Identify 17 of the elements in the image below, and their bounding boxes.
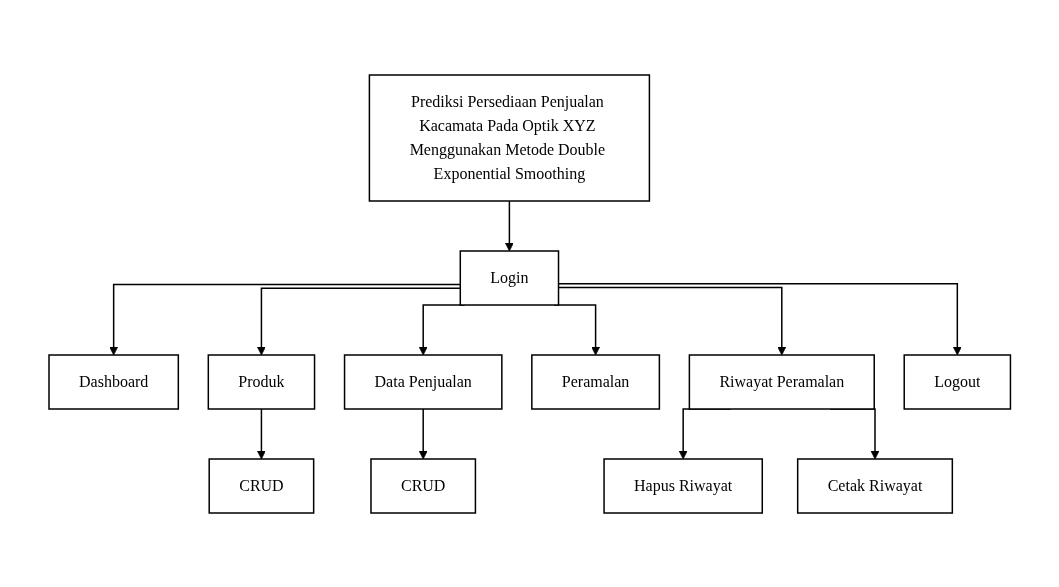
node-box: Hapus Riwayat — [603, 457, 763, 514]
node-box: CRUD — [208, 457, 315, 514]
node-box: Dashboard — [48, 353, 179, 410]
arrow — [504, 199, 514, 251]
node-box: Produk — [207, 353, 316, 410]
node-box: Cetak Riwayat — [796, 457, 953, 514]
node-box: Riwayat Peramalan — [688, 353, 875, 410]
node-box: CRUD — [370, 457, 476, 514]
arrow — [256, 407, 266, 459]
arrow — [418, 407, 428, 459]
node-box: Data Penjualan — [343, 353, 503, 410]
arrow — [109, 283, 461, 355]
node-box: Peramalan — [530, 353, 660, 410]
node-box: Login — [459, 249, 560, 306]
arrow — [256, 287, 461, 355]
node-box: Logout — [903, 353, 1011, 410]
node-box: Prediksi Persediaan Penjualan Kacamata Pada Optik XYZ Menggunakan Metode Double Exponential Smoothing — [368, 73, 650, 202]
